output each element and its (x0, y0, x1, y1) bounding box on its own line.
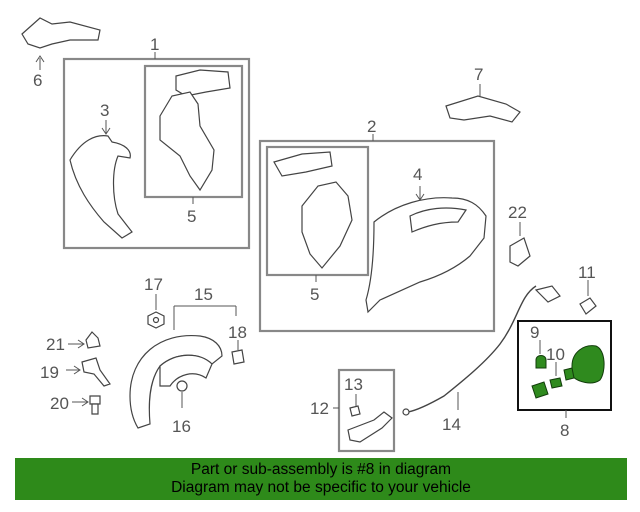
part-3-quarter-panel[interactable] (69, 120, 133, 239)
footer-banner: Part or sub-assembly is #8 in diagram Di… (15, 458, 627, 500)
callout-10: 10 (546, 345, 565, 364)
callout-1: 1 (150, 35, 159, 54)
callout-16: 16 (172, 417, 191, 436)
assembly-box-12 (337, 368, 396, 453)
part-16-screw[interactable] (176, 380, 188, 408)
part-6-bracket[interactable] (21, 17, 101, 70)
callout-12: 12 (310, 399, 329, 418)
part-5a-wheelhouse-inner[interactable] (159, 69, 231, 192)
part-15-fender-liner[interactable] (129, 334, 223, 429)
part-7-bracket[interactable] (445, 84, 521, 123)
callout-15: 15 (194, 285, 213, 304)
part-12-release-handle[interactable] (347, 411, 393, 443)
footer-line-1: Part or sub-assembly is #8 in diagram (190, 461, 452, 478)
callout-11: 11 (578, 263, 596, 282)
part-4-quarter-outer-panel[interactable] (365, 186, 487, 314)
callout-3: 3 (100, 101, 109, 120)
assembly-box-2 (258, 139, 496, 333)
callout-17: 17 (144, 275, 163, 294)
assembly-box-1 (62, 57, 251, 250)
part-13-clip[interactable] (349, 394, 361, 417)
callout-2: 2 (367, 117, 376, 136)
callout-18: 18 (228, 323, 247, 342)
part-11-screw[interactable] (579, 280, 597, 315)
callout-22: 22 (508, 203, 527, 222)
part-21-nut[interactable] (68, 331, 101, 349)
part-20-bolt[interactable] (72, 395, 101, 415)
callout-9: 9 (530, 323, 539, 342)
footer-line-2: Diagram may not be specific to your vehi… (171, 479, 471, 496)
callout-5b: 5 (310, 285, 319, 304)
part-14-release-cable[interactable] (402, 285, 561, 416)
callout-6: 6 (33, 71, 42, 90)
assembly-box-5b (265, 145, 370, 277)
callout-21: 21 (46, 335, 65, 354)
callout-13: 13 (344, 375, 363, 394)
part-18-clip[interactable] (231, 340, 245, 365)
callout-20: 20 (50, 394, 69, 413)
part-8-fuel-door-assembly[interactable] (531, 340, 605, 399)
callout-5a: 5 (187, 207, 196, 226)
callout-14: 14 (442, 415, 461, 434)
callout-19: 19 (40, 363, 59, 382)
callout-7: 7 (474, 65, 483, 84)
callout-8: 8 (560, 421, 569, 440)
part-19-bracket[interactable] (66, 357, 111, 387)
part-22-fuel-door-bracket[interactable] (509, 222, 531, 267)
part-5b-wheelhouse-inner[interactable] (273, 151, 353, 269)
callout-4: 4 (413, 165, 422, 184)
parts-diagram: 6 1 3 5 7 2 5 4 2 (21, 17, 612, 453)
part-17-nut[interactable] (147, 294, 165, 329)
